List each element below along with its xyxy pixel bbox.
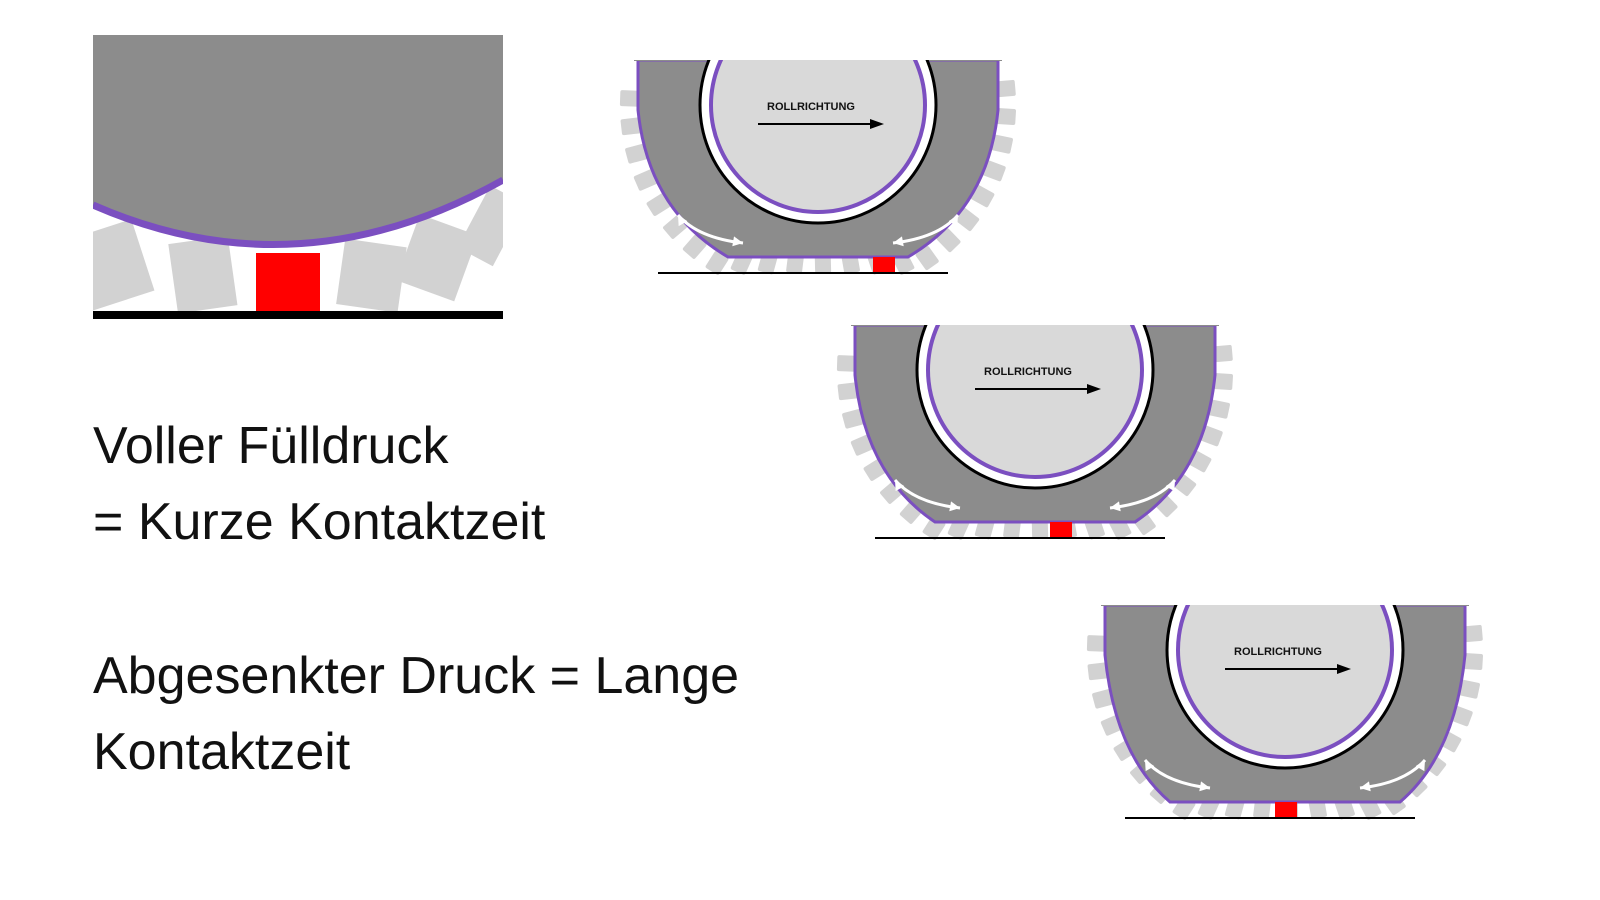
contact-patch: [1050, 522, 1072, 538]
tire-drawing: ROLLRICHTUNG: [836, 250, 1234, 540]
closeup-ground-line: [93, 311, 503, 319]
deformation-arrowhead: [948, 215, 958, 227]
tread-block: [1211, 344, 1233, 363]
contact-patch: [873, 257, 895, 273]
rolling-direction-arrowhead: [1087, 384, 1101, 394]
deformation-arrowhead: [895, 480, 905, 492]
rolling-direction-label: ROLLRICHTUNG: [767, 101, 855, 113]
rolling-direction-arrowhead: [870, 119, 884, 129]
tire-diagram-low-pressure: ROLLRICHTUNG: [1085, 530, 1515, 835]
tread-block: [1207, 399, 1230, 419]
tread-block: [1461, 624, 1483, 643]
tread-block: [1087, 662, 1109, 681]
tire-diagram-full-pressure: ROLLRICHTUNG: [618, 0, 1048, 290]
tread-block: [982, 160, 1006, 182]
tread-block: [936, 228, 961, 253]
tire-drawing: ROLLRICHTUNG: [1086, 530, 1484, 820]
tread-block: [995, 107, 1017, 125]
rolling-direction-label: ROLLRICHTUNG: [984, 366, 1072, 378]
deformation-arrowhead: [678, 215, 688, 227]
deformation-arrowhead: [1415, 760, 1425, 772]
contact-patch: [1275, 802, 1297, 818]
deformation-arrowhead: [1145, 760, 1155, 772]
deformation-arrowhead: [949, 501, 960, 512]
tread-block: [633, 169, 658, 191]
tire-diagram-medium-pressure: ROLLRICHTUNG: [835, 250, 1265, 555]
closeup-tread-block: [93, 219, 155, 313]
tread-block: [1199, 425, 1223, 447]
tread-block: [619, 90, 641, 107]
caption-full-pressure: Voller Fülldruck = Kurze Kontaktzeit: [93, 408, 545, 560]
closeup-inner-outline: [93, 176, 503, 248]
caption-full-pressure-line-2: = Kurze Kontaktzeit: [93, 493, 546, 551]
closeup-tread-block: [457, 185, 503, 267]
tread-block: [620, 117, 642, 136]
closeup-tire-body: [93, 35, 503, 245]
caption-reduced-pressure-line-2: Kontaktzeit: [93, 723, 351, 781]
deformation-arrowhead: [1110, 501, 1121, 512]
tread-block: [994, 79, 1016, 98]
tread-block: [625, 143, 648, 164]
closeup-tread-block: [336, 238, 407, 313]
contact-patch-closeup: [93, 35, 503, 325]
closeup-tread-block: [395, 214, 479, 302]
tread-block: [842, 408, 865, 429]
tread-block: [705, 251, 729, 275]
tread-block: [646, 193, 671, 216]
closeup-contact-patch: [256, 253, 320, 311]
caption-reduced-pressure-line-1: Abgesenkter Druck = Lange: [93, 647, 740, 705]
tread-block: [1092, 688, 1115, 709]
caption-full-pressure-line-1: Voller Fülldruck: [93, 417, 449, 475]
caption-reduced-pressure: Abgesenkter Druck = Lange Kontaktzeit: [93, 638, 739, 790]
tread-block: [1212, 372, 1234, 390]
closeup-drawing: [93, 35, 503, 319]
deformation-arrowhead: [732, 236, 743, 247]
tread-block: [915, 246, 939, 271]
closeup-tread-block: [168, 235, 238, 314]
rolling-direction-arrowhead: [1337, 664, 1351, 674]
tread-block: [955, 207, 980, 232]
tread-block: [1086, 635, 1108, 652]
tread-block: [837, 382, 859, 401]
deformation-arrowhead: [893, 236, 904, 247]
deformation-arrowhead: [1199, 781, 1210, 792]
tread-block: [836, 355, 858, 372]
tire-drawing: ROLLRICHTUNG: [619, 0, 1017, 275]
tread-block: [682, 234, 707, 259]
tread-block: [990, 134, 1013, 154]
deformation-arrowhead: [1360, 781, 1371, 792]
tread-block: [1457, 679, 1480, 699]
closeup-tread-blocks: [93, 185, 503, 314]
tread-block: [970, 185, 995, 208]
deformation-arrowhead: [1165, 480, 1175, 492]
tread-block: [1462, 652, 1484, 670]
rolling-direction-label: ROLLRICHTUNG: [1234, 646, 1322, 658]
